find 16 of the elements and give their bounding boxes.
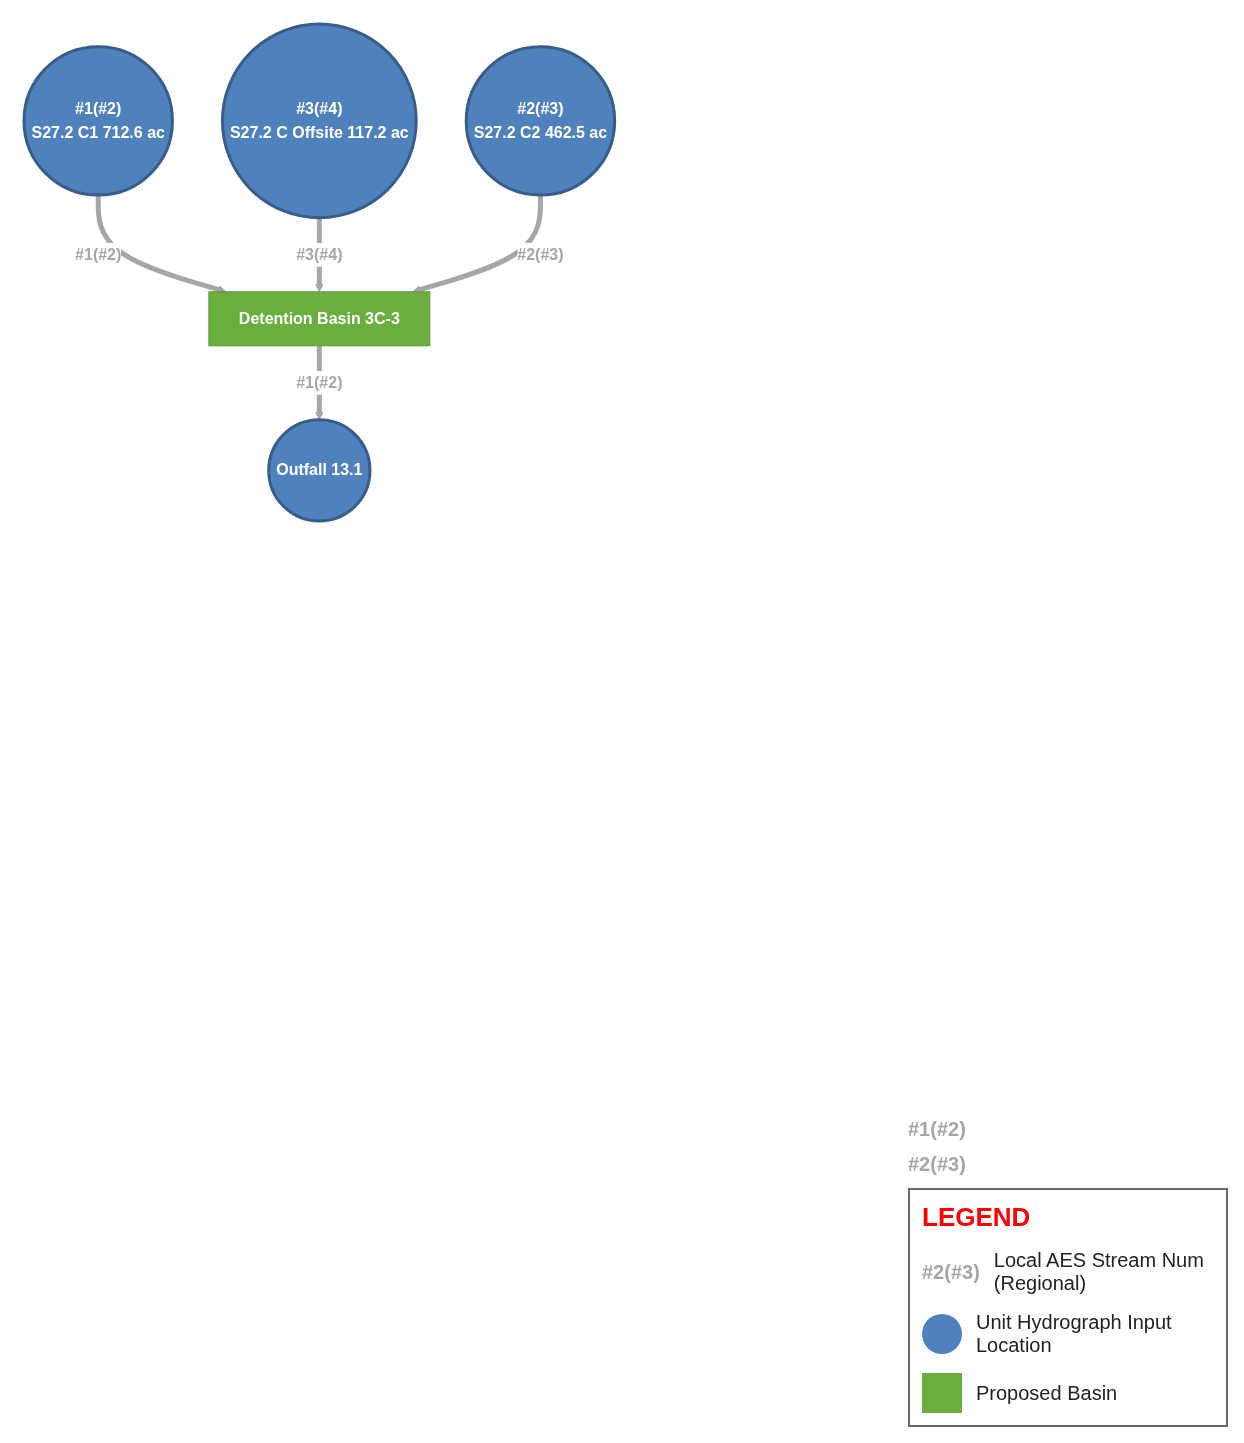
legend-title: LEGEND: [922, 1202, 1032, 1233]
node-box: Detention Basin 3C-3: [208, 291, 431, 347]
edge-label: #3(#4): [296, 245, 343, 263]
stream-number-label: #2(#3): [908, 1153, 967, 1176]
edge-label: #2(#3): [517, 245, 564, 263]
legend-text: Unit Hydrograph Input Location: [976, 1311, 1173, 1357]
node-circle: #1(#2) S27.2 C1 712.6 ac: [22, 45, 174, 197]
edge-label: #1(#2): [75, 245, 122, 263]
legend-text: Proposed Basin: [976, 1381, 1118, 1405]
edge-label: #1(#2): [296, 373, 343, 391]
node-circle: #3(#4) S27.2 C Offsite 117.2 ac: [220, 22, 418, 220]
node-circle: #2(#3) S27.2 C2 462.5 ac: [464, 45, 617, 197]
stream-number-label: #1(#2): [908, 1118, 967, 1141]
node-circle: Outfall 13.1: [267, 418, 372, 523]
legend-text: Local AES Stream Num (Regional): [993, 1249, 1205, 1295]
stream-number-sample: #2(#3): [922, 1260, 980, 1284]
